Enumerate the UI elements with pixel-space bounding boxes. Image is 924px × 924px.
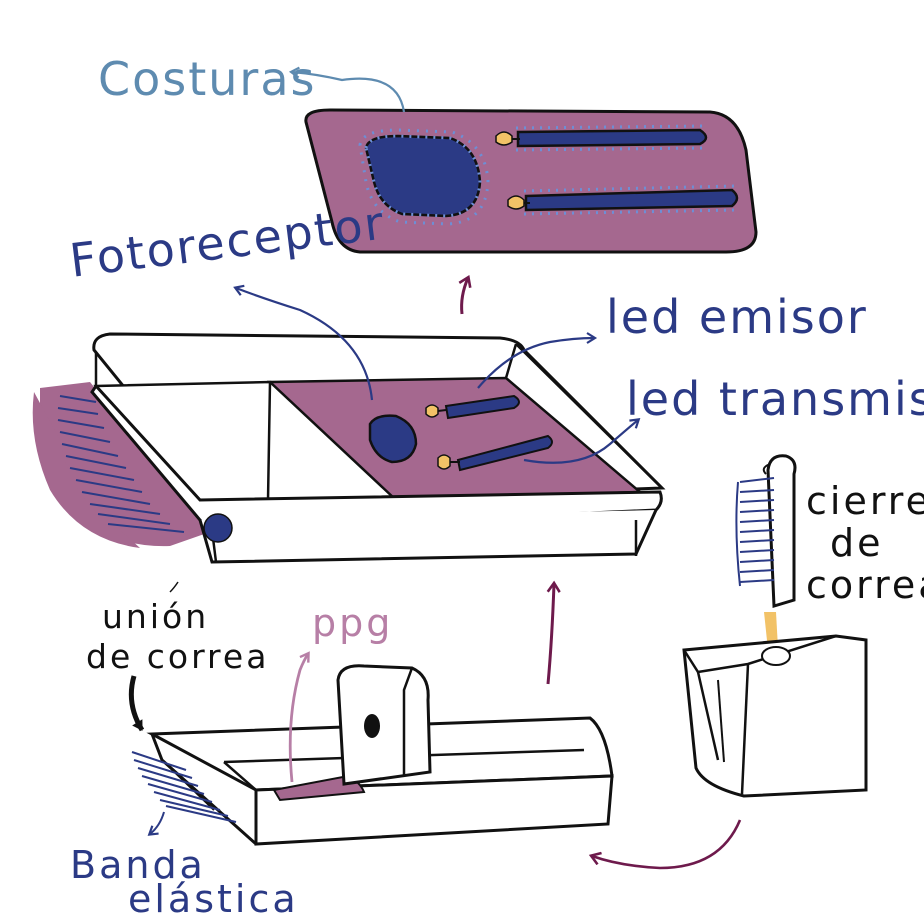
elastic-band-icon <box>32 382 210 548</box>
fabric-patch <box>304 108 758 254</box>
ppg-label: ppg <box>312 601 394 645</box>
led-emitter-icon <box>495 131 520 146</box>
led-transmisor-label: led transmisor <box>626 372 924 426</box>
strap-clip <box>735 454 797 650</box>
base-elastic-band-icon <box>131 751 237 823</box>
base-housing <box>131 664 614 846</box>
led-emisor-label: led emisor <box>606 290 868 344</box>
cierre-label-line2: de <box>830 521 884 565</box>
case-led-transmitter-icon <box>437 454 460 470</box>
cierre-label-line1: cierre <box>806 479 924 523</box>
union-label-line1: unión <box>102 597 210 636</box>
union-label-line2: de correa <box>86 637 270 676</box>
photoreceptor-icon <box>368 414 418 464</box>
costuras-label: Costuras <box>98 52 317 106</box>
banda-label-line2: elástica <box>128 877 299 921</box>
sensor-case <box>90 332 666 564</box>
led-transmitter-icon <box>507 195 530 210</box>
snap-button-icon <box>203 513 233 543</box>
cierre-label-line3: correa <box>806 563 924 607</box>
case-led-emitter-icon <box>425 404 447 418</box>
banda-label-line1: Banda <box>70 843 206 887</box>
strap-receiver <box>682 634 868 798</box>
